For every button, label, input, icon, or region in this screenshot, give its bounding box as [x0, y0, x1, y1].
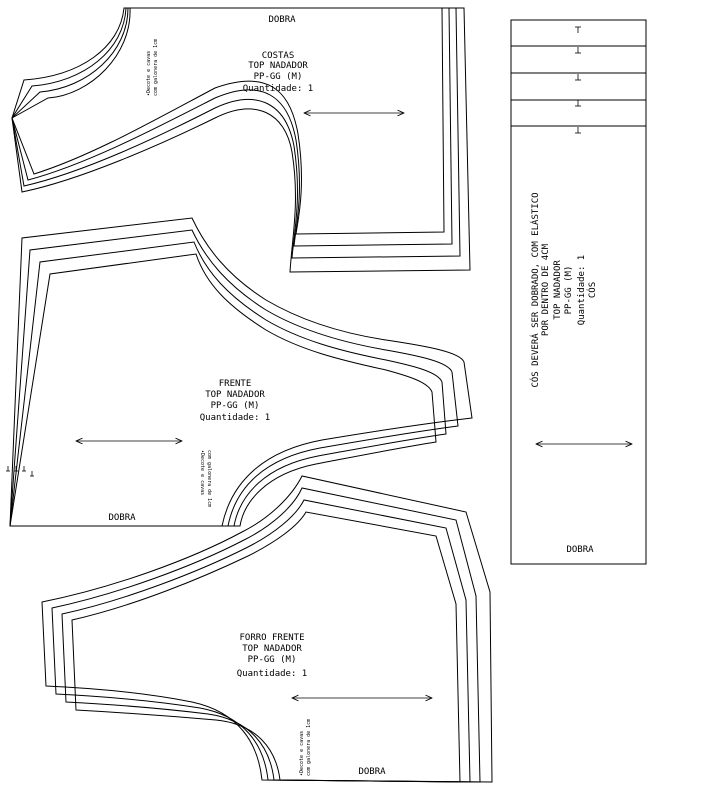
frente-quantity: Quantidade: 1	[200, 413, 270, 423]
forro-frente-note-line-2: com galonera de 1cm	[306, 719, 312, 776]
frente-piece: DOBRA FRENTE TOP NADADOR PP-GG (M) Quant…	[6, 217, 473, 527]
forro-frente-quantity: Quantidade: 1	[237, 669, 307, 679]
cos-title: CÓS	[586, 282, 598, 298]
forro-frente-model: TOP NADADOR	[242, 644, 302, 654]
frente-size-outlines	[9, 217, 473, 527]
cos-outline	[510, 19, 647, 565]
cos-size-lines	[511, 45, 646, 127]
costas-finishing-note: •Decote e cavas com galonera de 1cm	[146, 39, 159, 96]
cos-instruction-line-2: POR DENTRO DE 4CM	[541, 243, 551, 336]
frente-size-notches	[6, 466, 34, 477]
forro-frente-sizes: PP-GG (M)	[248, 655, 297, 665]
costas-note-line-1: •Decote e cavas	[146, 51, 152, 96]
cos-fold-label: DOBRA	[566, 545, 594, 555]
forro-frente-piece: DOBRA FORRO FRENTE TOP NADADOR PP-GG (M)…	[41, 475, 493, 783]
frente-note-line-1: •Decote e cavas	[199, 450, 205, 495]
cos-quantity: Quantidade: 1	[577, 255, 587, 325]
forro-frente-size-outlines	[41, 475, 493, 783]
frente-title: FRENTE	[219, 379, 252, 389]
costas-quantity: Quantidade: 1	[243, 84, 313, 94]
frente-fold-label: DOBRA	[108, 513, 136, 523]
costas-model: TOP NADADOR	[248, 61, 308, 71]
costas-piece: DOBRA COSTAS TOP NADADOR PP-GG (M) Quant…	[11, 7, 471, 273]
costas-size-outlines	[11, 7, 471, 273]
cos-piece: CÓS DEVERÁ SER DOBRADO, COM ELÁSTICO POR…	[510, 19, 647, 565]
cos-text-block: CÓS DEVERÁ SER DOBRADO, COM ELÁSTICO POR…	[529, 192, 598, 387]
costas-title: COSTAS	[262, 51, 295, 61]
cos-instruction-line-1: CÓS DEVERÁ SER DOBRADO, COM ELÁSTICO	[529, 192, 541, 387]
costas-sizes: PP-GG (M)	[254, 72, 303, 82]
forro-frente-note-line-1: •Decote e cavas	[299, 731, 305, 776]
cos-size-notches	[575, 26, 581, 134]
frente-model: TOP NADADOR	[205, 390, 265, 400]
forro-frente-fold-label: DOBRA	[358, 767, 386, 777]
costas-fold-label: DOBRA	[268, 15, 296, 25]
frente-sizes: PP-GG (M)	[211, 401, 260, 411]
frente-finishing-note: •Decote e cavas com galonera de 1cm	[199, 450, 212, 507]
frente-note-line-2: com galonera de 1cm	[206, 450, 212, 507]
forro-frente-title: FORRO FRENTE	[239, 633, 304, 643]
costas-note-line-2: com galonera de 1cm	[153, 39, 159, 96]
forro-frente-finishing-note: •Decote e cavas com galonera de 1cm	[299, 719, 312, 776]
cos-model: TOP NADADOR	[553, 260, 563, 320]
cos-sizes: PP-GG (M)	[564, 266, 574, 315]
